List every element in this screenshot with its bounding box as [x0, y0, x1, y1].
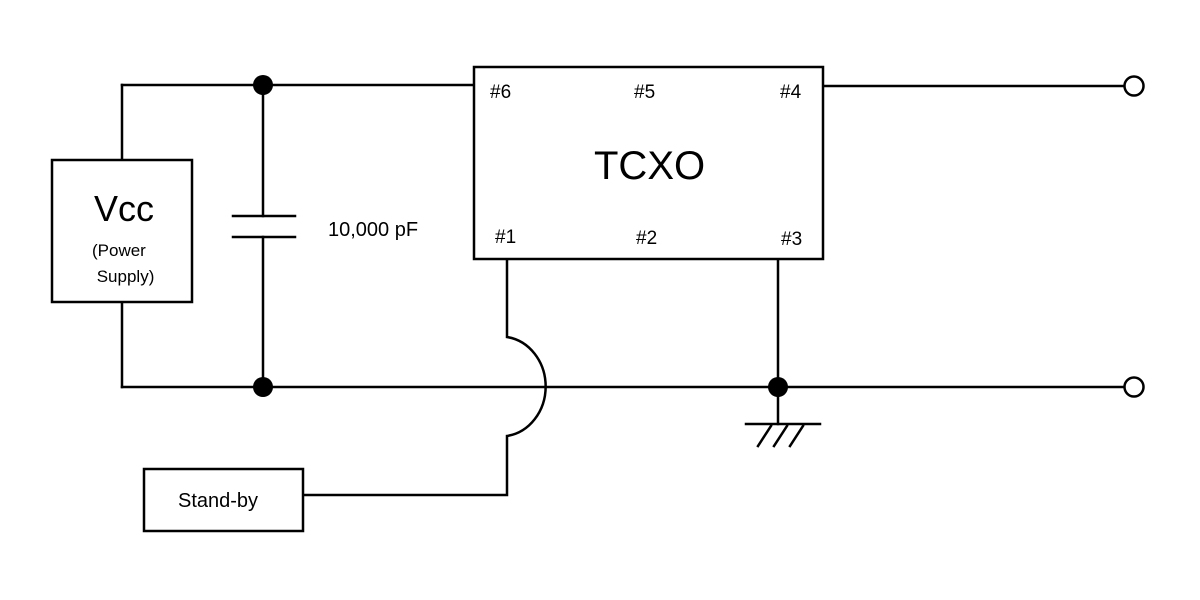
pin-5-label: #5 — [634, 82, 656, 103]
capacitor-value-label: 10,000 pF — [328, 219, 419, 241]
pin-6-label: #6 — [490, 82, 512, 103]
tcxo-box — [472, 65, 825, 261]
power-supply-box — [50, 158, 194, 304]
power-supply-title: Vcc — [94, 188, 155, 229]
pin-4-label: #4 — [780, 82, 802, 103]
power-supply-subtitle-line2: Supply) — [92, 267, 155, 286]
pin-1-label: #1 — [495, 227, 517, 248]
standby-box — [142, 467, 305, 533]
junction-dot-top — [253, 75, 273, 95]
junction-dot-bottom-left — [253, 377, 273, 397]
ground-symbol-icon — [744, 422, 822, 448]
output-terminal-top — [1123, 75, 1145, 97]
junction-dot-ground — [768, 377, 788, 397]
output-terminal-bottom — [1123, 376, 1145, 398]
tcxo-label: TCXO — [594, 144, 706, 188]
pin-2-label: #2 — [636, 228, 658, 249]
standby-label: Stand-by — [178, 490, 259, 512]
pin-3-label: #3 — [781, 229, 803, 250]
power-supply-subtitle-line1: (Power — [92, 241, 146, 260]
standby-wire — [301, 257, 547, 497]
power-supply-subtitle: (Power Supply) — [92, 238, 154, 290]
